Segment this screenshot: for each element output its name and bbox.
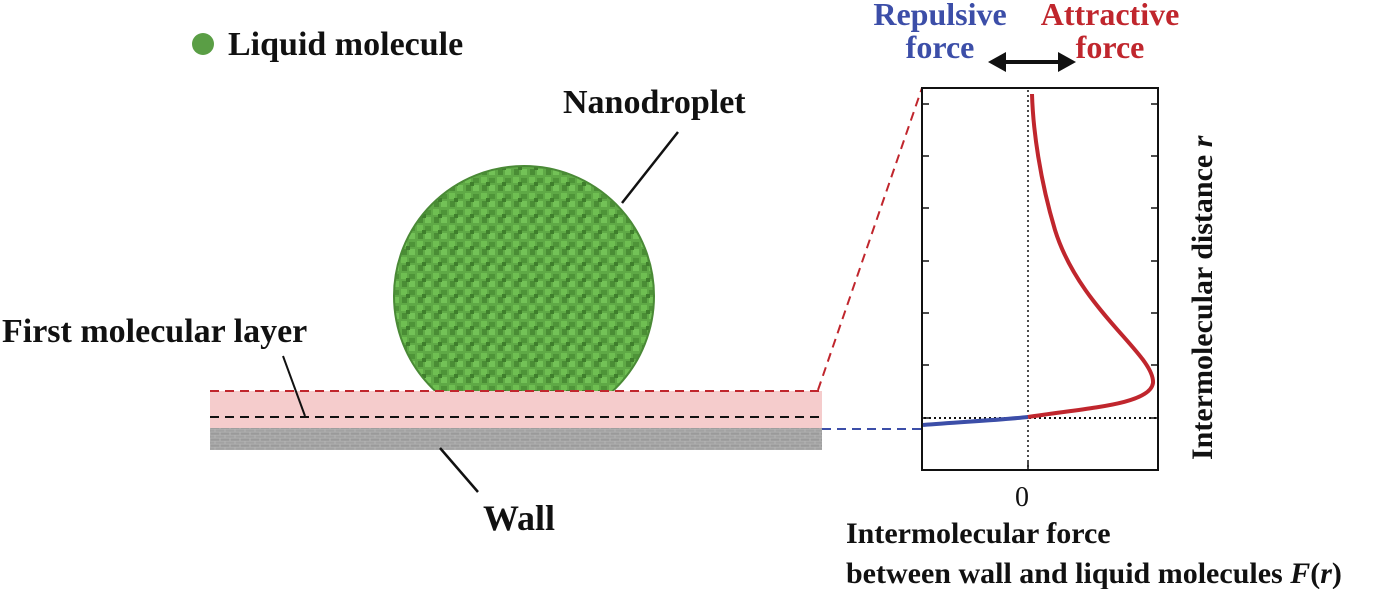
wall-bricks	[210, 428, 822, 450]
wall-label: Wall	[483, 498, 555, 538]
x-axis-label-line2: between wall and liquid molecules F(r)	[846, 557, 1342, 589]
legend: Liquid molecule	[192, 26, 463, 63]
zoom-connector-top	[817, 87, 923, 391]
double-arrow	[988, 52, 1076, 72]
attractive-label-line1: Attractive	[1041, 0, 1180, 32]
wall: Wall	[210, 428, 822, 538]
nanodroplet-callout: Nanodroplet	[563, 84, 746, 204]
liquid-molecule-marker	[192, 33, 214, 55]
attractive-label-line2: force	[1076, 29, 1145, 65]
first-molecular-layer: First molecular layer	[2, 313, 822, 431]
plot-frame	[921, 87, 1159, 471]
attractive-curve	[1027, 93, 1156, 419]
force-plot: Repulsive force Attractive force 0	[846, 0, 1342, 589]
nanodroplet	[393, 165, 655, 427]
legend-label: Liquid molecule	[228, 26, 463, 63]
repulsive-label-line2: force	[906, 29, 975, 65]
zero-tick-label: 0	[1015, 482, 1029, 513]
wall-leader-line	[439, 447, 479, 493]
nanodroplet-leader-line	[621, 131, 679, 204]
nanodroplet-sphere	[394, 166, 654, 426]
repulsive-curve	[922, 415, 1029, 427]
repulsive-label-line1: Repulsive	[873, 0, 1006, 32]
first-layer-band	[210, 391, 822, 431]
y-axis-label: Intermolecular distance r	[1186, 135, 1219, 460]
nanodroplet-label: Nanodroplet	[563, 84, 746, 121]
x-axis-label-line1: Intermolecular force	[846, 517, 1111, 550]
first-layer-label: First molecular layer	[2, 313, 307, 350]
first-layer-leader-line	[282, 355, 306, 417]
